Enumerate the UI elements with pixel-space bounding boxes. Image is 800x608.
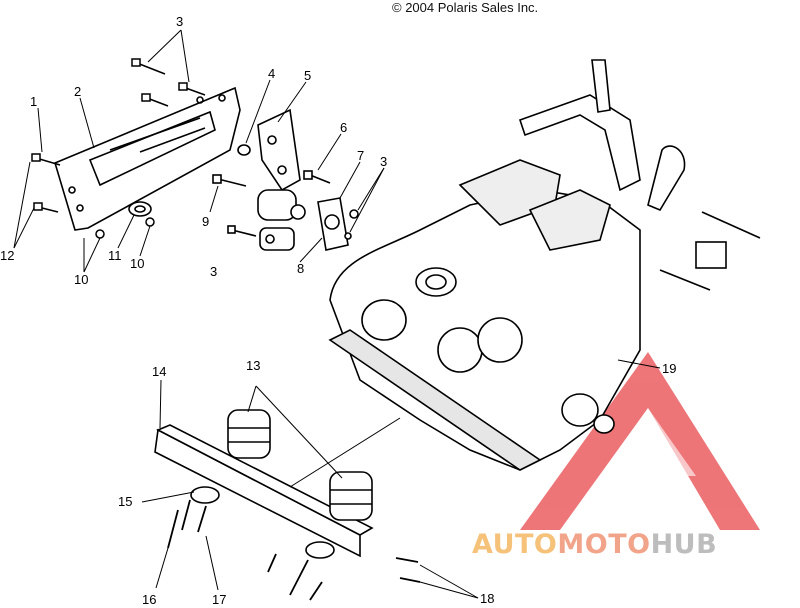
callout-8: 8	[297, 261, 304, 276]
callout-10-right: 10	[130, 256, 144, 271]
callout-leader-lines	[13, 29, 661, 599]
rubber-mount-left	[227, 409, 271, 459]
watermark-triangle-icon	[520, 352, 760, 530]
callout-17: 17	[212, 592, 226, 607]
copyright-notice: © 2004 Polaris Sales Inc.	[392, 0, 539, 15]
bolt-6	[303, 170, 331, 184]
callout-4: 4	[268, 66, 275, 81]
watermark-text-hub: HUB	[650, 529, 718, 560]
callout-3-top: 3	[176, 14, 183, 29]
callout-18: 18	[480, 591, 494, 606]
callout-11: 11	[108, 248, 122, 263]
bolt-set-bottom	[167, 499, 421, 601]
callout-1: 1	[30, 94, 37, 109]
callout-14: 14	[152, 364, 166, 379]
rubber-mount-plate	[317, 197, 359, 251]
engine-bracket	[237, 108, 301, 192]
rubber-mount-right	[329, 471, 373, 521]
watermark-logo-text: AUTOMOTOHUB	[472, 528, 717, 562]
callout-10-left: 10	[74, 272, 88, 287]
callout-7: 7	[357, 148, 364, 163]
engine-assembly	[328, 59, 761, 471]
callout-13: 13	[246, 358, 260, 373]
crossmember	[154, 417, 401, 559]
bolt-set-top	[131, 58, 206, 107]
callout-9: 9	[202, 214, 209, 229]
callout-3-right: 3	[380, 154, 387, 169]
callout-3-lower: 3	[210, 264, 217, 279]
callout-19: 19	[662, 361, 676, 376]
callout-6: 6	[340, 120, 347, 135]
callout-16: 16	[142, 592, 156, 607]
callout-12: 12	[0, 248, 14, 263]
callout-15: 15	[118, 494, 132, 509]
mounting-plate	[54, 86, 241, 231]
bolt-set-left	[31, 153, 155, 239]
engine-mount	[212, 174, 306, 251]
callout-2: 2	[74, 84, 81, 99]
watermark-text-auto: AUTO	[472, 529, 558, 560]
watermark-text-moto: MOTO	[557, 529, 651, 560]
callout-numbers: 1 2 3 3 3 4 5 6 7 8 9 10 10 11 12 13 14 …	[0, 14, 676, 607]
callout-5: 5	[304, 68, 311, 83]
clamp	[128, 201, 152, 217]
